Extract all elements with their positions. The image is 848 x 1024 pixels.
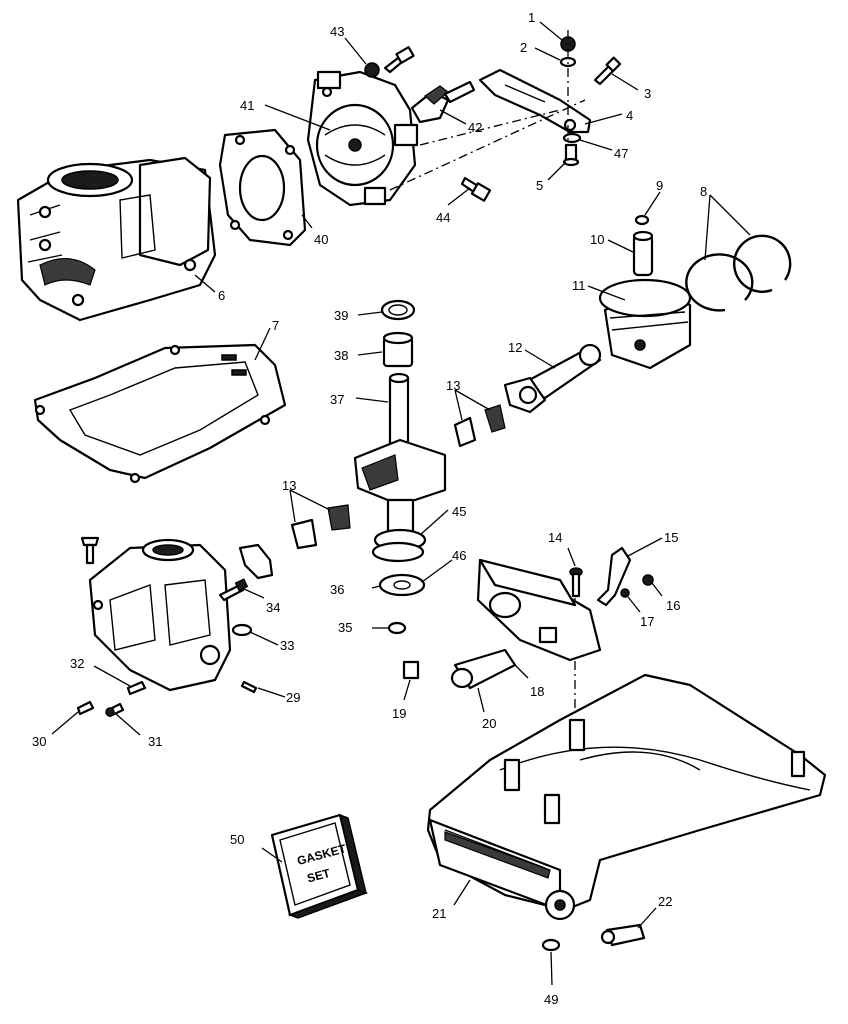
callout-32: 32 xyxy=(70,656,84,671)
bearing-13-upper xyxy=(453,404,506,448)
callout-18: 18 xyxy=(530,684,544,699)
callout-17: 17 xyxy=(640,614,654,629)
callout-12: 12 xyxy=(508,340,522,355)
bearing-38 xyxy=(382,331,414,368)
fitting-22 xyxy=(600,923,646,947)
callout-41: 41 xyxy=(240,98,254,113)
screw-5 xyxy=(562,143,580,167)
piston-rings xyxy=(685,234,792,312)
callout-38: 38 xyxy=(334,348,348,363)
callout-40: 40 xyxy=(314,232,328,247)
callout-50: 50 xyxy=(230,832,244,847)
bearing-13-lower xyxy=(290,504,351,550)
callout-35: 35 xyxy=(338,620,352,635)
callout-19: 19 xyxy=(392,706,406,721)
callout-13b: 13 xyxy=(282,478,296,493)
crankcase-half xyxy=(88,538,232,692)
washer-46 xyxy=(378,573,426,597)
screw-top-left xyxy=(80,536,100,565)
callout-46: 46 xyxy=(452,548,466,563)
shroud xyxy=(476,558,602,662)
cylinder-block xyxy=(16,156,217,322)
head-gasket xyxy=(218,128,307,247)
callout-2: 2 xyxy=(520,40,527,55)
washer-47 xyxy=(562,132,582,144)
callout-1: 1 xyxy=(528,10,535,25)
crankshaft xyxy=(353,372,447,552)
callout-45: 45 xyxy=(452,504,466,519)
head-screw-43 xyxy=(364,46,415,78)
nut-16 xyxy=(642,574,654,586)
callout-42: 42 xyxy=(468,120,482,135)
callout-labels: 1 2 3 4 5 6 7 8 9 10 11 12 13 13 14 15 1… xyxy=(32,10,707,1007)
callout-7: 7 xyxy=(272,318,279,333)
callout-6: 6 xyxy=(218,288,225,303)
head-screw-44 xyxy=(460,176,492,202)
washer-17 xyxy=(620,588,630,598)
callout-47: 47 xyxy=(614,146,628,161)
callout-39: 39 xyxy=(334,308,348,323)
screw-34 xyxy=(218,578,249,602)
callout-4: 4 xyxy=(626,108,633,123)
callout-34: 34 xyxy=(266,600,280,615)
clip-bracket xyxy=(238,543,274,580)
callout-8: 8 xyxy=(700,184,707,199)
screw-31 xyxy=(105,702,125,718)
leader-lines xyxy=(51,21,751,986)
callout-15: 15 xyxy=(664,530,678,545)
callout-14: 14 xyxy=(548,530,562,545)
pin-33 xyxy=(231,623,253,637)
wrist-pin xyxy=(632,230,654,277)
connecting-rod xyxy=(503,343,602,414)
screw-32 xyxy=(126,680,147,696)
screw-30 xyxy=(76,700,95,716)
cylinder-head xyxy=(306,70,419,207)
callout-29: 29 xyxy=(286,690,300,705)
bushing xyxy=(450,648,517,690)
crankshaft-seal-45 xyxy=(371,541,425,563)
washer-49 xyxy=(541,938,561,952)
circlip-9 xyxy=(634,214,650,226)
base-gasket xyxy=(33,343,287,484)
callout-9: 9 xyxy=(656,178,663,193)
callout-21: 21 xyxy=(432,906,446,921)
seal-39 xyxy=(380,299,416,321)
callout-11: 11 xyxy=(572,278,586,293)
callout-44: 44 xyxy=(436,210,450,225)
callout-36: 36 xyxy=(330,582,344,597)
gasket-box-line2: SET xyxy=(305,866,332,886)
alignment-lines xyxy=(389,30,586,760)
piston xyxy=(598,278,692,370)
callout-3: 3 xyxy=(644,86,651,101)
callout-49: 49 xyxy=(544,992,558,1007)
gasket-set-box: GASKET SET xyxy=(270,813,369,919)
bracket-15 xyxy=(596,546,632,607)
callout-13a: 13 xyxy=(446,378,460,393)
clip-19 xyxy=(402,660,420,680)
pin-29 xyxy=(240,680,258,694)
screw-14 xyxy=(569,567,583,598)
screw-3 xyxy=(593,56,622,86)
o-ring-35 xyxy=(387,621,407,635)
callout-20: 20 xyxy=(482,716,496,731)
callout-10: 10 xyxy=(590,232,604,247)
crankcase-base xyxy=(426,673,827,921)
callout-30: 30 xyxy=(32,734,46,749)
callout-31: 31 xyxy=(148,734,162,749)
callout-33: 33 xyxy=(280,638,294,653)
spark-plug xyxy=(410,80,476,124)
callout-16: 16 xyxy=(666,598,680,613)
callout-43: 43 xyxy=(330,24,344,39)
callout-5: 5 xyxy=(536,178,543,193)
callout-37: 37 xyxy=(330,392,344,407)
callout-22: 22 xyxy=(658,894,672,909)
